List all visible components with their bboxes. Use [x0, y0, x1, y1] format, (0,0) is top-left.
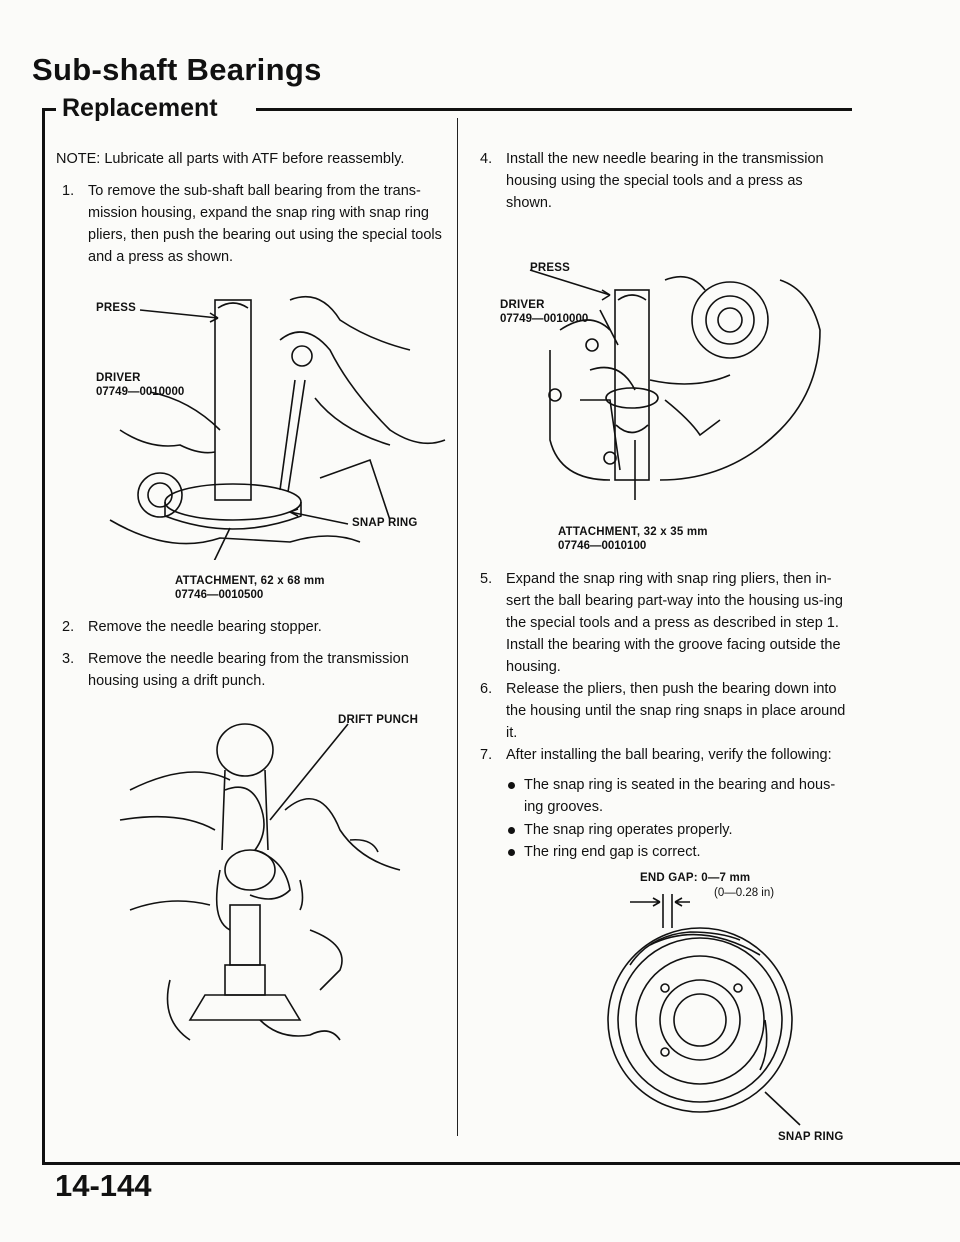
- step-5-number: 5.: [480, 571, 493, 587]
- subtitle-rule: [256, 108, 852, 111]
- fig3-driver-label: DRIVER: [500, 299, 545, 311]
- page-number: 14-144: [55, 1168, 152, 1203]
- frame-left-border: [42, 108, 45, 1164]
- fig1-driver-label: DRIVER: [96, 372, 141, 384]
- fig3-driver-part-number: 07749—0010000: [500, 313, 589, 325]
- fig3-attachment-label: ATTACHMENT, 32 x 35 mm: [558, 526, 708, 538]
- step-1-text: To remove the sub-shaft ball bearing fro…: [88, 183, 442, 265]
- section-subtitle: Replacement: [62, 94, 218, 122]
- step-4-number: 4.: [480, 151, 493, 167]
- step-3-number: 3.: [62, 651, 75, 667]
- column-divider: [457, 118, 458, 1136]
- step-2-number: 2.: [62, 619, 75, 635]
- step-7-text: After installing the ball bearing, verif…: [506, 747, 832, 763]
- step-7-number: 7.: [480, 747, 493, 763]
- bullet-marker: [508, 827, 515, 834]
- fig1-attachment-label: ATTACHMENT, 62 x 68 mm: [175, 575, 325, 587]
- step-6-number: 6.: [480, 681, 493, 697]
- fig3-attachment-part-number: 07746—0010100: [558, 540, 647, 552]
- check-item-operates: The snap ring operates properly.: [524, 822, 733, 838]
- fig1-driver-part-number: 07749—0010000: [96, 386, 185, 398]
- fig1-attachment-part-number: 07746—0010500: [175, 589, 264, 601]
- fig1-snap-ring-label: SNAP RING: [352, 517, 418, 529]
- step-3-text: Remove the needle bearing from the trans…: [88, 651, 409, 689]
- check-item-end-gap: The ring end gap is correct.: [524, 844, 701, 860]
- step-5-text: Expand the snap ring with snap ring plie…: [506, 571, 843, 675]
- bullet-marker: [508, 849, 515, 856]
- note-text: NOTE: Lubricate all parts with ATF befor…: [56, 151, 405, 167]
- step-4-text: Install the new needle bearing in the tr…: [506, 151, 824, 211]
- step-2-text: Remove the needle bearing stopper.: [88, 619, 322, 635]
- fig4-end-gap-label: END GAP: 0—7 mm: [640, 872, 751, 884]
- fig4-end-gap-inches: (0—0.28 in): [714, 887, 775, 899]
- step-1-number: 1.: [62, 183, 75, 199]
- frame-bottom-border: [42, 1162, 960, 1165]
- step-6-text: Release the pliers, then push the bearin…: [506, 681, 846, 741]
- figure-install-needle-bearing: [529, 269, 821, 500]
- bullet-marker: [508, 782, 515, 789]
- figure-snap-ring: [607, 894, 801, 1126]
- page-title: Sub-shaft Bearings: [32, 52, 322, 87]
- fig3-press-label: PRESS: [530, 262, 570, 274]
- figure-press-ball-bearing: [109, 296, 446, 560]
- fig2-drift-punch-label: DRIFT PUNCH: [338, 714, 419, 726]
- fig1-press-label: PRESS: [96, 302, 136, 314]
- figure-drift-punch: [119, 723, 401, 1041]
- fig4-snap-ring-label: SNAP RING: [778, 1131, 844, 1143]
- check-item-seated: The snap ring is seated in the bearing a…: [524, 777, 836, 815]
- subtitle-rule-left: [42, 108, 56, 111]
